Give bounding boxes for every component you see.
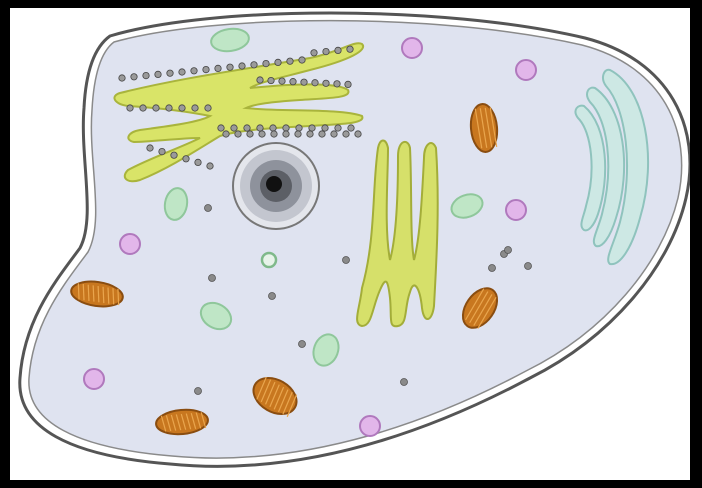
ribosome-icon bbox=[355, 131, 361, 137]
ribosome-icon bbox=[209, 275, 216, 282]
ribosome-icon bbox=[489, 265, 496, 272]
vesicle-icon bbox=[402, 38, 422, 58]
ribosome-icon bbox=[183, 156, 189, 162]
ribosome-icon bbox=[127, 105, 133, 111]
ribosome-icon bbox=[195, 388, 202, 395]
ribosome-icon bbox=[331, 131, 337, 137]
ribosome-icon bbox=[525, 263, 532, 270]
ribosome-icon bbox=[290, 78, 296, 84]
ribosome-icon bbox=[271, 131, 277, 137]
ribosome-icon bbox=[263, 60, 269, 66]
small-vesicle-icon bbox=[262, 253, 276, 267]
ribosome-icon bbox=[143, 72, 149, 78]
ribosome-icon bbox=[131, 74, 137, 80]
ribosome-icon bbox=[343, 257, 350, 264]
ribosome-icon bbox=[401, 379, 408, 386]
ribosome-icon bbox=[223, 131, 229, 137]
ribosome-icon bbox=[192, 105, 198, 111]
ribosome-icon bbox=[505, 247, 512, 254]
ribosome-icon bbox=[279, 78, 285, 84]
ribosome-icon bbox=[153, 105, 159, 111]
vesicle-icon bbox=[360, 416, 380, 436]
ribosome-icon bbox=[247, 131, 253, 137]
ribosome-icon bbox=[191, 68, 197, 74]
nucleolus bbox=[266, 176, 282, 192]
ribosome-icon bbox=[311, 50, 317, 56]
ribosome-icon bbox=[296, 125, 302, 131]
ribosome-icon bbox=[283, 125, 289, 131]
ribosome-icon bbox=[203, 66, 209, 72]
diagram-canvas bbox=[10, 8, 690, 480]
ribosome-icon bbox=[166, 105, 172, 111]
ribosome-icon bbox=[171, 152, 177, 158]
vesicle-icon bbox=[516, 60, 536, 80]
ribosome-icon bbox=[269, 293, 276, 300]
ribosome-icon bbox=[348, 125, 354, 131]
ribosome-icon bbox=[205, 205, 212, 212]
ribosome-icon bbox=[319, 131, 325, 137]
ribosome-icon bbox=[345, 81, 351, 87]
ribosome-icon bbox=[299, 57, 305, 63]
ribosome-icon bbox=[231, 125, 237, 131]
ribosome-icon bbox=[307, 131, 313, 137]
ribosome-icon bbox=[335, 47, 341, 53]
nucleus bbox=[233, 143, 319, 229]
ribosome-icon bbox=[218, 125, 224, 131]
cell-diagram bbox=[10, 8, 690, 480]
ribosome-icon bbox=[323, 80, 329, 86]
ribosome-icon bbox=[155, 71, 161, 77]
ribosome-icon bbox=[257, 77, 263, 83]
vesicle-icon bbox=[120, 234, 140, 254]
vesicle-icon bbox=[84, 369, 104, 389]
ribosome-icon bbox=[215, 65, 221, 71]
ribosome-icon bbox=[295, 131, 301, 137]
ribosome-icon bbox=[257, 125, 263, 131]
ribosome-icon bbox=[268, 77, 274, 83]
ribosome-icon bbox=[322, 125, 328, 131]
ribosome-icon bbox=[239, 63, 245, 69]
ribosome-icon bbox=[195, 159, 201, 165]
ribosome-icon bbox=[227, 64, 233, 70]
ribosome-icon bbox=[312, 80, 318, 86]
ribosome-icon bbox=[140, 105, 146, 111]
vesicle-icon bbox=[506, 200, 526, 220]
ribosome-icon bbox=[347, 46, 353, 52]
ribosome-icon bbox=[244, 125, 250, 131]
ribosome-icon bbox=[270, 125, 276, 131]
ribosome-icon bbox=[207, 163, 213, 169]
ribosome-icon bbox=[259, 131, 265, 137]
ribosome-icon bbox=[287, 58, 293, 64]
ribosome-icon bbox=[343, 131, 349, 137]
ribosome-icon bbox=[275, 59, 281, 65]
ribosome-icon bbox=[301, 79, 307, 85]
ribosome-icon bbox=[251, 62, 257, 68]
ribosome-icon bbox=[205, 105, 211, 111]
ribosome-icon bbox=[179, 69, 185, 75]
ribosome-icon bbox=[147, 145, 153, 151]
ribosome-icon bbox=[159, 148, 165, 154]
ribosome-icon bbox=[235, 131, 241, 137]
ribosome-icon bbox=[283, 131, 289, 137]
ribosome-icon bbox=[335, 125, 341, 131]
ribosome-icon bbox=[119, 75, 125, 81]
ribosome-icon bbox=[299, 341, 306, 348]
ribosome-icon bbox=[167, 70, 173, 76]
ribosome-icon bbox=[323, 48, 329, 54]
ribosome-icon bbox=[309, 125, 315, 131]
ribosome-icon bbox=[179, 105, 185, 111]
ribosome-icon bbox=[334, 81, 340, 87]
